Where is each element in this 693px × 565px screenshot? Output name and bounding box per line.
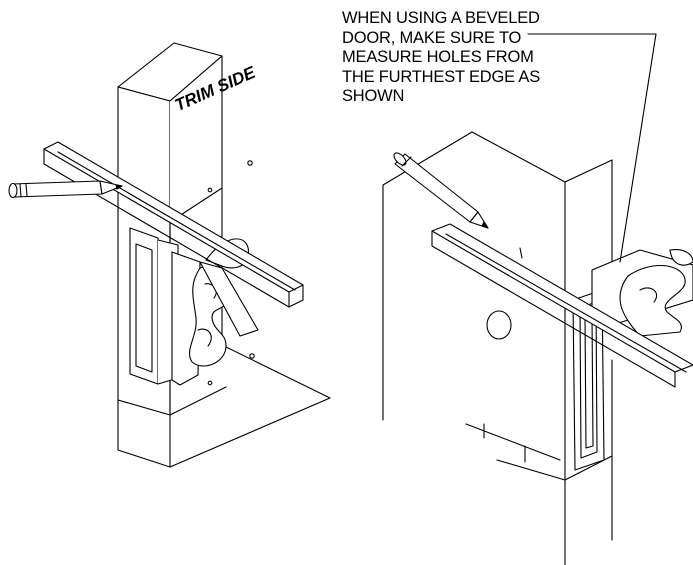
right-latch-assembly bbox=[573, 290, 604, 470]
right-ruler-groove bbox=[446, 234, 686, 372]
left-pencil-eraser bbox=[9, 184, 17, 198]
right-pencil-body bbox=[395, 154, 478, 222]
right-door bbox=[383, 132, 612, 565]
left-door-face-seam bbox=[170, 387, 226, 415]
callout-line-1: WHEN USING A BEVELED bbox=[342, 9, 540, 27]
left-pencil-body bbox=[12, 181, 102, 197]
left-ruler-groove bbox=[58, 152, 295, 290]
left-handle-swirl-2 bbox=[198, 329, 211, 346]
right-door-face-seam bbox=[497, 460, 565, 480]
left-pencil-ferrule-1 bbox=[20, 184, 21, 197]
left-lower-mark bbox=[208, 381, 212, 385]
left-upper-mark bbox=[208, 188, 212, 192]
right-pencil-eraser bbox=[392, 151, 408, 167]
right-latch-slot bbox=[580, 302, 597, 458]
left-ruler-side bbox=[44, 149, 289, 307]
right-pencil-mark bbox=[520, 248, 522, 258]
left-pencil-lead bbox=[116, 185, 122, 189]
right-ruler bbox=[432, 224, 693, 387]
right-pencil bbox=[392, 151, 488, 228]
callout-leader bbox=[528, 34, 656, 262]
left-door-trim-face bbox=[170, 56, 222, 222]
right-handle bbox=[592, 250, 693, 336]
left-ruler-end-b bbox=[289, 300, 303, 307]
callout-leader-line bbox=[528, 34, 656, 262]
beveled-door-callout: WHEN USING A BEVELED DOOR, MAKE SURE TO … bbox=[342, 9, 642, 107]
left-ruler bbox=[44, 142, 303, 307]
left-door-edge-seam bbox=[118, 400, 170, 415]
left-latch-slot bbox=[136, 244, 152, 372]
left-pencil-ferrule-2 bbox=[26, 184, 27, 196]
right-door-edge bbox=[565, 160, 612, 270]
left-lower-hole bbox=[250, 354, 254, 358]
callout-line-5: SHOWN bbox=[342, 87, 405, 105]
callout-line-4: THE FURTHEST EDGE AS bbox=[342, 67, 541, 86]
callout-line-3: MEASURE HOLES FROM bbox=[342, 48, 534, 66]
right-ruler-side bbox=[432, 231, 675, 387]
right-door-face bbox=[383, 132, 565, 565]
right-handle-swirl bbox=[640, 288, 657, 302]
right-mark-upper bbox=[466, 424, 560, 460]
left-handle-lever bbox=[200, 262, 258, 336]
left-upper-hole bbox=[248, 161, 252, 165]
right-latch-hole bbox=[487, 311, 511, 339]
left-latch-plate bbox=[130, 228, 158, 384]
callout-line-2: DOOR, MAKE SURE TO bbox=[342, 28, 522, 47]
left-pencil bbox=[9, 181, 122, 198]
right-ruler-top bbox=[432, 224, 693, 372]
left-latch-assembly bbox=[130, 228, 258, 385]
right-handle-scroll bbox=[620, 266, 685, 337]
right-handle-knob bbox=[670, 250, 693, 265]
right-pencil-ferrule bbox=[402, 157, 411, 166]
left-pencil-tip bbox=[100, 181, 122, 194]
right-pencil-lead bbox=[482, 222, 488, 228]
